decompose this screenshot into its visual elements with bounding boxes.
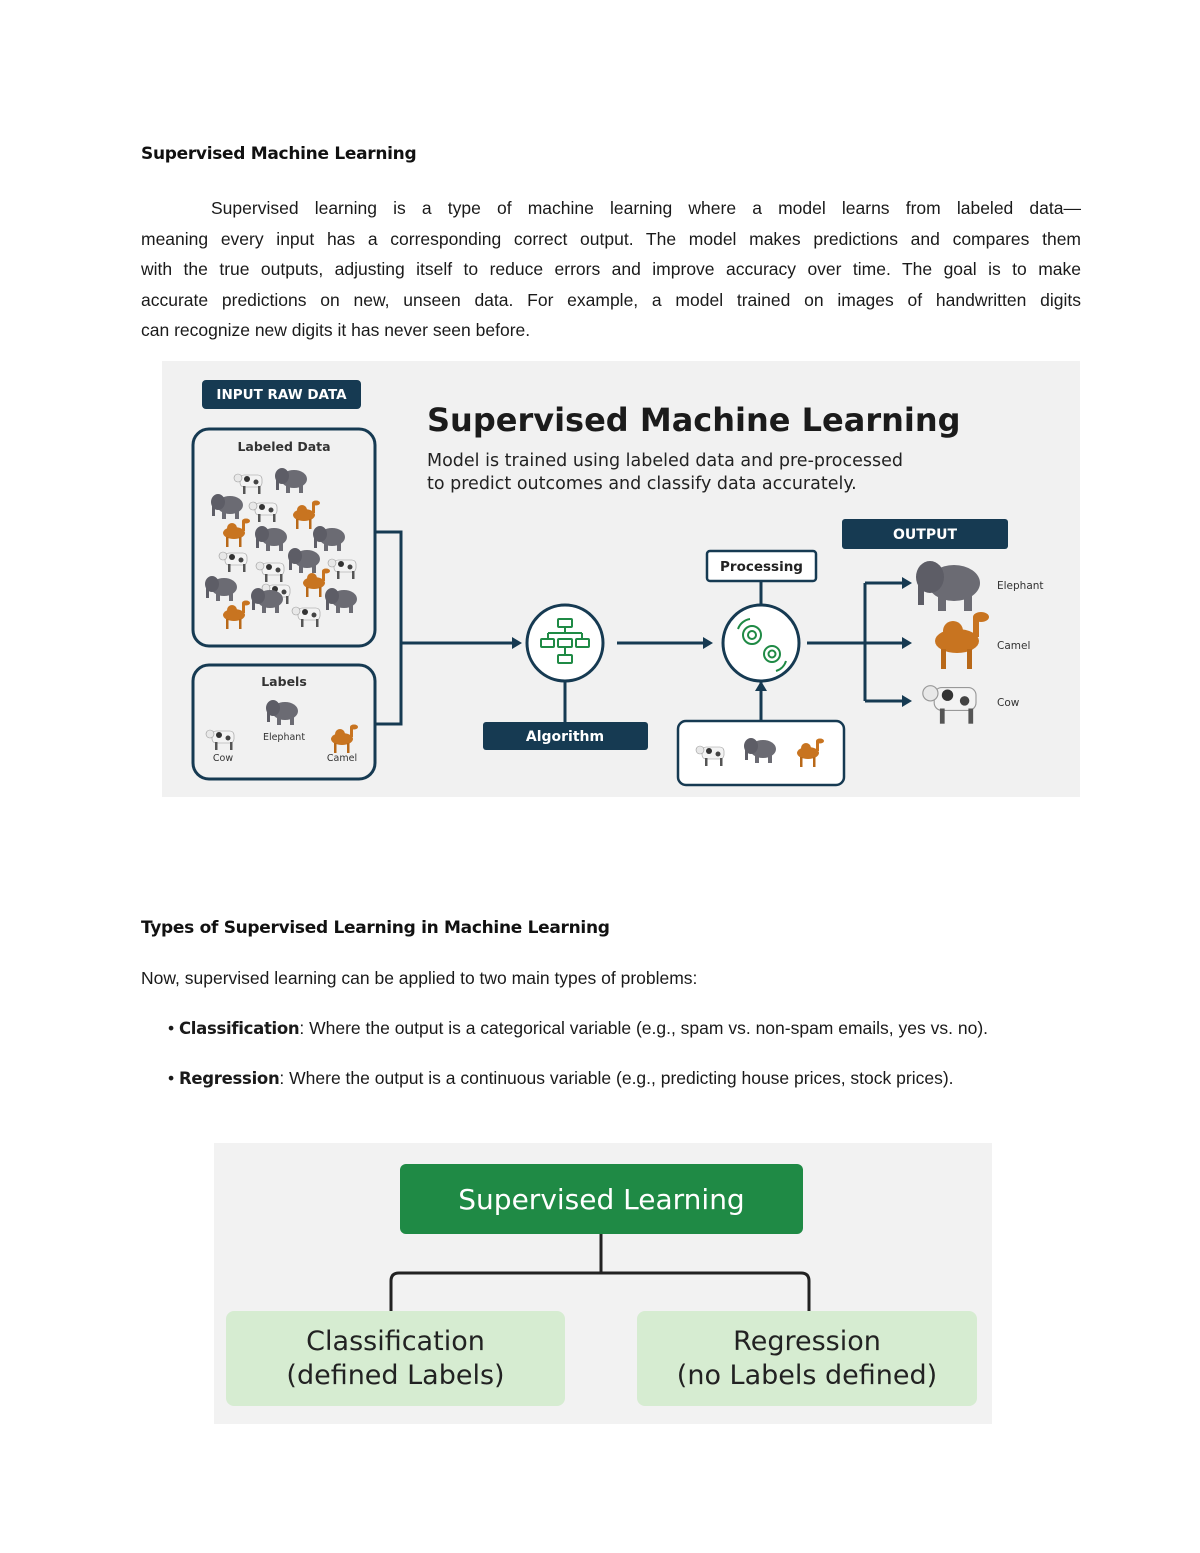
arrow-head bbox=[902, 695, 912, 707]
algorithm-badge-bg bbox=[483, 722, 648, 750]
processing-circle bbox=[721, 603, 801, 683]
labels-label: Labels bbox=[261, 674, 307, 689]
bullet-classification: • Classification: Where the output is a … bbox=[168, 1018, 988, 1039]
bullet-dot: • bbox=[168, 1018, 179, 1038]
output-elephant-label: Elephant bbox=[997, 580, 1044, 592]
diagram-subtitle-2: to predict outcomes and classify data ac… bbox=[427, 474, 857, 494]
arrow-head bbox=[703, 637, 713, 649]
types-heading: Types of Supervised Learning in Machine … bbox=[141, 918, 610, 938]
tree-connectors bbox=[389, 1234, 811, 1311]
cow-icon bbox=[921, 684, 977, 725]
elephant-icon bbox=[266, 700, 298, 725]
arrow-head bbox=[512, 637, 522, 649]
camel-icon bbox=[331, 724, 358, 753]
gears-icon bbox=[737, 618, 787, 672]
intro-paragraph: Supervised learning is a type of machine… bbox=[141, 193, 1081, 346]
diagram-title: Supervised Machine Learning bbox=[427, 401, 961, 439]
input-bracket bbox=[375, 530, 403, 726]
supervised-learning-node: Supervised Learning bbox=[400, 1164, 803, 1234]
input-badge-label: INPUT RAW DATA bbox=[216, 387, 347, 403]
paragraph-line: can recognize new digits it has never se… bbox=[141, 320, 531, 340]
diagram-canvas: INPUT RAW DATA Supervised Machine Learni… bbox=[191, 380, 1044, 787]
bullet-term: Regression bbox=[179, 1069, 280, 1088]
processing-label: Processing bbox=[720, 559, 803, 575]
regression-title: Regression bbox=[733, 1325, 881, 1357]
elephant-icon bbox=[916, 561, 980, 611]
labeled-data-label: Labeled Data bbox=[237, 439, 330, 454]
output-camel-label: Camel bbox=[997, 640, 1030, 652]
output-badge-label: OUTPUT bbox=[893, 527, 957, 543]
diagram-subtitle-1: Model is trained using labeled data and … bbox=[427, 451, 903, 471]
bullet-term: Classification bbox=[179, 1019, 300, 1038]
output-cow-label: Cow bbox=[997, 697, 1020, 709]
paragraph-line: Supervised learning is a type of machine… bbox=[211, 198, 1081, 218]
output-badge-bg bbox=[842, 519, 1008, 549]
input-badge-bg bbox=[202, 380, 361, 409]
supervised-learning-diagram: INPUT RAW DATA Supervised Machine Learni… bbox=[162, 361, 1080, 797]
supervised-learning-types-diagram: Supervised Learning Classification (defi… bbox=[214, 1143, 992, 1424]
bullet-regression: • Regression: Where the output is a cont… bbox=[168, 1068, 954, 1089]
flowchart-icon bbox=[540, 618, 590, 664]
bullet-dot: • bbox=[168, 1068, 179, 1088]
paragraph-line: accurate predictions on new, unseen data… bbox=[141, 289, 1081, 310]
regression-node: Regression (no Labels defined) bbox=[637, 1311, 977, 1406]
regression-subtitle: (no Labels defined) bbox=[676, 1359, 938, 1391]
paragraph-line: with the true outputs, adjusting itself … bbox=[141, 259, 1081, 279]
paragraph-line: meaning every input has a corresponding … bbox=[141, 228, 1081, 249]
classification-subtitle: (defined Labels) bbox=[286, 1359, 505, 1391]
cow-icon bbox=[205, 729, 235, 751]
classification-title: Classification bbox=[306, 1325, 485, 1357]
arrow-head bbox=[902, 577, 912, 589]
arrow-head bbox=[755, 681, 767, 691]
algorithm-circle bbox=[525, 603, 605, 683]
label-elephant: Elephant bbox=[263, 732, 305, 743]
bullet-text: : Where the output is a continuous varia… bbox=[279, 1068, 954, 1088]
label-camel: Camel bbox=[327, 753, 357, 764]
labeled-data-box bbox=[191, 427, 377, 648]
arrow-head bbox=[902, 637, 912, 649]
animal-cluster bbox=[205, 468, 357, 629]
label-cow: Cow bbox=[213, 753, 233, 764]
types-intro: Now, supervised learning can be applied … bbox=[141, 968, 698, 988]
labels-box bbox=[191, 663, 377, 781]
algorithm-label: Algorithm bbox=[526, 729, 604, 745]
section-heading: Supervised Machine Learning bbox=[141, 144, 417, 164]
camel-icon bbox=[935, 612, 989, 669]
bullet-text: : Where the output is a categorical vari… bbox=[299, 1018, 989, 1038]
classification-node: Classification (defined Labels) bbox=[226, 1311, 565, 1406]
